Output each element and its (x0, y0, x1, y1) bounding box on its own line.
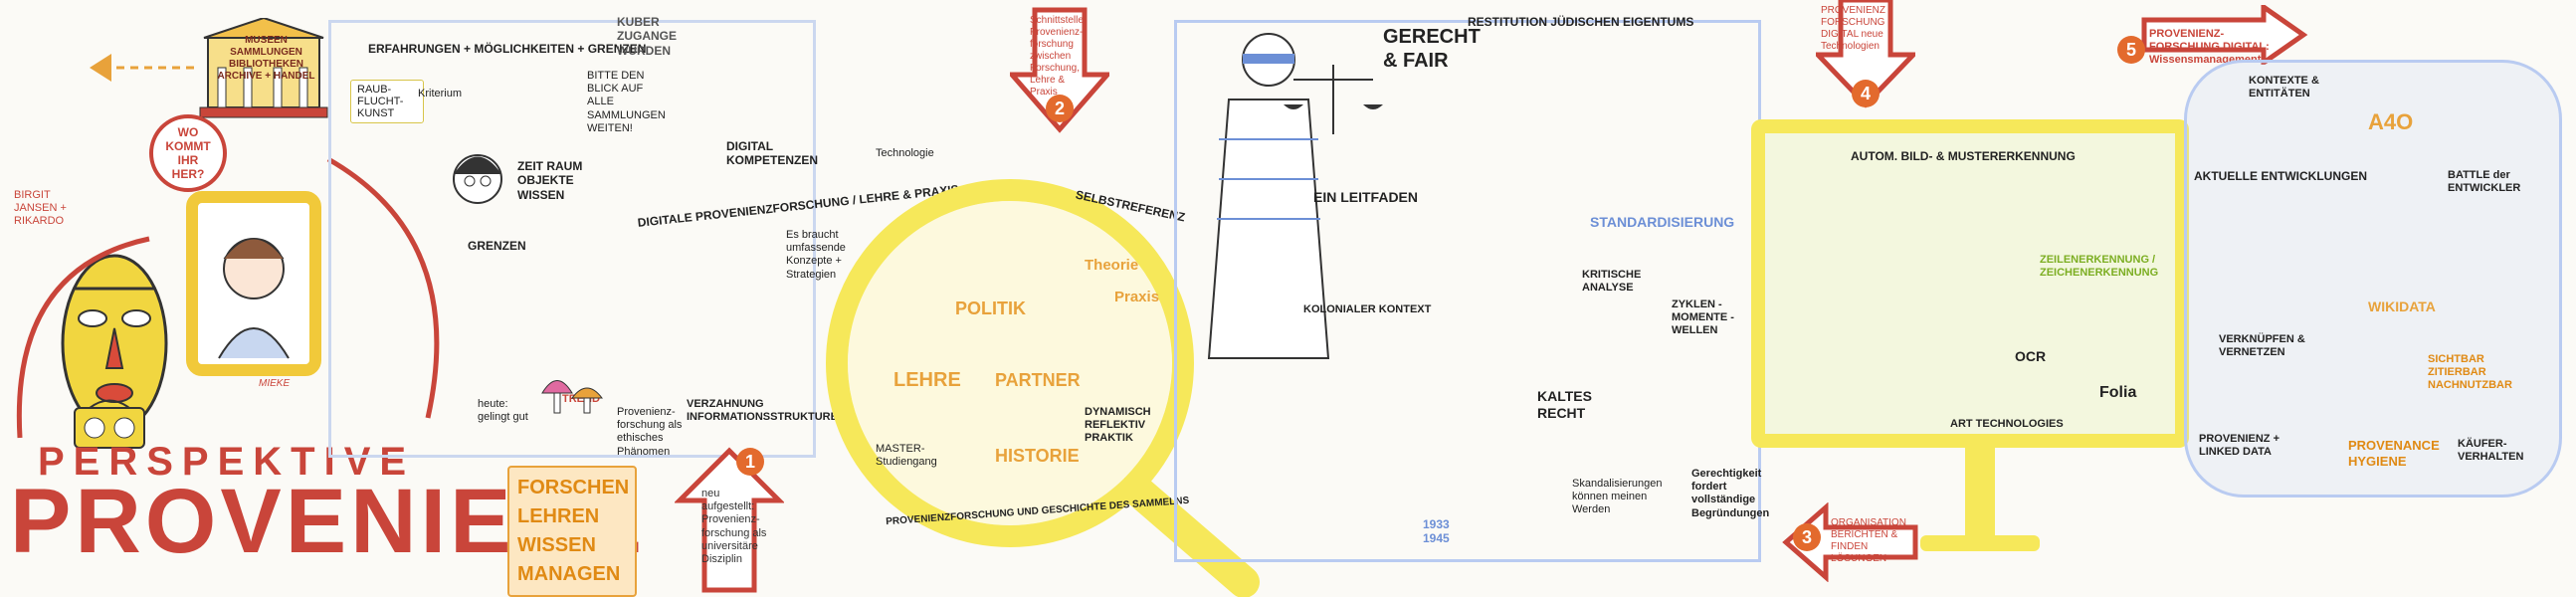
kaufer-label: KÄUFER-VERHALTEN (2458, 438, 2524, 464)
woman-face-icon (453, 154, 502, 204)
verknuepfen-label: VERKNÜPFEN & VERNETZEN (2219, 333, 2305, 359)
dynamisch-label: DYNAMISCH REFLEKTIV PRAKTIK (1085, 406, 1151, 445)
section3-number-badge: 3 (1793, 523, 1821, 551)
scales-icon (1284, 65, 1383, 134)
provenienzforschung-ethisch: Provenienz-forschung als ethisches Phäno… (617, 406, 683, 458)
pillars-list: FORSCHEN LEHREN WISSEN MANAGEN (507, 466, 637, 597)
pillar-lehren: LEHREN (517, 505, 600, 527)
section1-arrow-text: neu aufgestellt: Provenienz-forschung al… (701, 488, 767, 565)
raubkunst-note: RAUB-FLUCHT-KUNST (350, 80, 424, 123)
leitfaden-label: EIN LEITFADEN (1313, 189, 1419, 205)
kontexte-label: KONTEXTE & ENTITÄTEN (2249, 75, 2319, 100)
battle-label: BATTLE der ENTWICKLER (2448, 169, 2521, 195)
section2-arrow-text: Schnittstelle: Provenienz-forschung zwis… (1030, 15, 1087, 98)
section5-cloud (2184, 60, 2562, 498)
zeilen-label: ZEILENERKENNUNG / ZEICHENERKENNUNG (2040, 254, 2159, 280)
standard-label: STANDARDISIERUNG (1590, 214, 1735, 230)
praxis-label: Praxis (1114, 289, 1160, 305)
section4-number-badge: 4 (1852, 80, 1880, 107)
digital-kompetenzen: DIGITAL KOMPETENZEN (726, 139, 819, 168)
gerechtigkeit-label: Gerechtigkeit fordert vollständige Begrü… (1691, 468, 1770, 519)
mushroom-icons (541, 380, 604, 414)
portrait-frame-icon (186, 191, 321, 376)
theorie-label: Theorie (1085, 257, 1139, 274)
title-perspektive: PERSPEKTIVE (38, 440, 416, 484)
pillar-forschen: FORSCHEN (517, 477, 630, 498)
hygiene-label: PROVENANCE HYGIENE (2348, 438, 2440, 469)
section4-heading: PROVENIENZ FORSCHUNG DIGITAL neue Techno… (1821, 5, 1886, 52)
braucht-label: Es braucht umfassende Konzepte + Strateg… (786, 229, 846, 281)
technologie-label: Technologie (876, 147, 934, 159)
entwicklungen-label: AKTUELLE ENTWICKLUNGEN (2194, 169, 2367, 183)
linked-data-label: PROVENIENZ + LINKED DATA (2199, 433, 2279, 459)
arrow-left-3-icon (1782, 502, 1918, 582)
red-swoosh-icon (16, 156, 440, 439)
ocr-label: OCR (2015, 348, 2047, 364)
section4-bottom-text: ORGANISATION BERICHTEN & FINDEN LÖSUNGEN (1831, 517, 1906, 564)
kritisch-label: KRITISCHE ANALYSE (1582, 269, 1642, 295)
zyklen-label: ZYKLEN - MOMENTE - WELLEN (1672, 298, 1734, 337)
museum-sign-text: MUSEEN SAMMLUNGEN BIBLIOTHEKEN ARCHIVE +… (217, 35, 315, 82)
skandal-label: Skandalisierungen können meinen Werden (1572, 478, 1663, 516)
section5-number-badge: 5 (2117, 36, 2145, 64)
arrow-up-1-icon (675, 447, 784, 593)
section2-number-badge: 2 (1046, 95, 1074, 122)
justitia-icon (1207, 33, 1330, 359)
partner-label: PARTNER (995, 370, 1081, 390)
art-tech-label: ART TECHNOLOGIES (1950, 418, 2064, 430)
museum-building-icon (199, 18, 328, 118)
section1-title: ERFAHRUNGEN + MÖGLICHKEITEN + GRENZEN (368, 42, 647, 56)
a40-label: A4O (2368, 109, 2414, 134)
bitte-label: BITTE DEN BLICK AUF ALLE SAMMLUNGEN WEIT… (587, 70, 666, 134)
magnifier-handle-icon (1124, 478, 1260, 597)
pillar-wissen: WISSEN (517, 534, 596, 556)
kaltes-recht-label: KALTES RECHT (1537, 388, 1592, 421)
monitor-stand-icon (1920, 446, 2040, 551)
year-label: 1933 1945 (1423, 517, 1450, 546)
grenzen-label: GRENZEN (468, 239, 526, 253)
arrow-down-4-icon (1816, 0, 1915, 108)
mieke-signature: MIEKE (259, 378, 291, 389)
section1-number-badge: 1 (736, 448, 764, 476)
kriterium-label: Kriterium (418, 88, 463, 100)
gerecht-fair-label: GERECHT & FAIR (1383, 26, 1481, 72)
politik-label: POLITIK (955, 298, 1026, 318)
radio-icon (74, 399, 145, 449)
zeit-raum-label: ZEIT RAUM OBJEKTE WISSEN (517, 159, 583, 202)
sichtbar-label: SICHTBAR ZITIERBAR NACHNUTZBAR (2428, 353, 2512, 392)
speech-bubble: WO KOMMT IHR HER? (149, 114, 227, 192)
verzahnung-label: VERZAHNUNG INFORMATIONSSTRUKTUREN (687, 398, 846, 424)
arrow-right-5-icon (2141, 5, 2308, 65)
folia-label: Folia (2099, 384, 2137, 401)
dashed-arrow-left-icon (90, 54, 194, 82)
section1-frame (328, 20, 816, 458)
lehre-label: LEHRE (893, 369, 961, 391)
historie-label: HISTORIE (995, 446, 1080, 466)
authors-label: BIRGIT JANSEN + RIKARDO (14, 189, 67, 228)
pillar-managen: MANAGEN (517, 563, 621, 585)
magnifier-lens (848, 201, 1172, 525)
african-mask-icon (61, 254, 168, 433)
heute-label: heute: gelingt gut (478, 398, 528, 424)
kolonial-label: KOLONIALER KONTEXT (1303, 303, 1432, 315)
bild-erkennung-label: AUTOM. BILD- & MUSTERERKENNUNG (1851, 149, 2076, 163)
arrow-down-2-icon (1010, 7, 1109, 133)
restitution-label: RESTITUTION JÜDISCHEN EIGENTUMS (1468, 15, 1694, 29)
master-label: MASTER-Studiengang (876, 443, 937, 469)
speech-text: WO KOMMT IHR HER? (165, 125, 211, 181)
wikidata-label: WIKIDATA (2368, 298, 2436, 314)
kuber-label: KUBER ZUGANGE WURDEN (617, 15, 677, 58)
